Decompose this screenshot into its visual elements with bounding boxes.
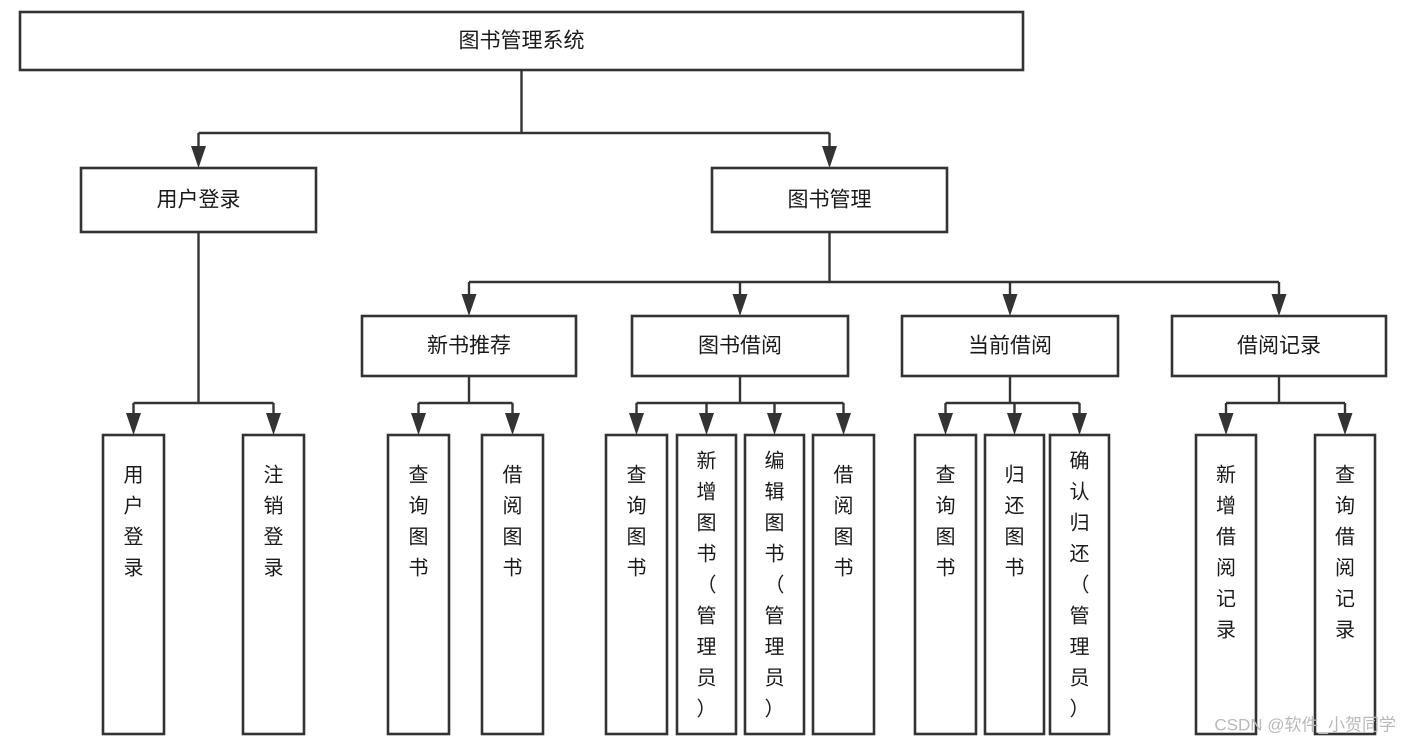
node-leaf-add-record[interactable]: 新增借阅记录 (1194, 433, 1258, 736)
node-leaf-user-login[interactable]: 用户登录 (101, 433, 166, 736)
node-label-leaf-query-book-rec: 查询图书 (409, 464, 429, 580)
arrow-head-icon (1007, 413, 1022, 435)
node-box-leaf-add-record[interactable] (1194, 433, 1258, 736)
node-layer: 图书管理系统用户登录图书管理新书推荐图书借阅当前借阅借阅记录用户登录注销登录查询… (18, 10, 1388, 736)
node-leaf-query-book-borrow[interactable]: 查询图书 (604, 433, 669, 736)
node-leaf-query-book-current[interactable]: 查询图书 (913, 433, 978, 736)
arrow-head-icon (1002, 294, 1018, 316)
node-label-leaf-query-book-borrow: 查询图书 (627, 464, 647, 580)
node-label-leaf-add-book: 新增图书（管理员） (697, 450, 717, 721)
arrow-head-icon (1337, 413, 1353, 435)
node-label-leaf-edit-book: 编辑图书（管理员） (765, 450, 785, 721)
node-label-leaf-user-logout: 注销登录 (264, 464, 284, 580)
node-label-root: 图书管理系统 (459, 30, 585, 53)
node-leaf-query-book-rec[interactable]: 查询图书 (386, 433, 451, 736)
node-user-login[interactable]: 用户登录 (79, 166, 318, 234)
arrow-head-icon (505, 413, 520, 435)
node-box-current-borrow[interactable] (900, 314, 1120, 378)
node-box-leaf-query-book-borrow[interactable] (604, 433, 669, 736)
node-root[interactable]: 图书管理系统 (18, 10, 1025, 72)
node-box-leaf-add-book[interactable] (675, 433, 738, 736)
node-box-book-borrow[interactable] (630, 314, 850, 378)
edge-newbook-to-leaves (411, 376, 520, 435)
node-label-current-borrow: 当前借阅 (968, 335, 1052, 358)
arrow-head-icon (1271, 294, 1287, 316)
node-box-new-book-rec[interactable] (360, 314, 578, 378)
node-box-leaf-return-book[interactable] (983, 433, 1046, 736)
node-book-borrow[interactable]: 图书借阅 (630, 314, 850, 378)
watermark-text: CSDN @软件_小贺同学 (1214, 715, 1396, 734)
edge-currentborrow-to-leaves (938, 376, 1087, 435)
edge-borrowrecord-to-leaves (1218, 376, 1353, 435)
node-box-leaf-user-logout[interactable] (241, 433, 306, 736)
node-box-root[interactable] (18, 10, 1025, 72)
arrow-head-icon (767, 413, 782, 435)
node-box-leaf-query-book-rec[interactable] (386, 433, 451, 736)
node-leaf-user-logout[interactable]: 注销登录 (241, 433, 306, 736)
node-label-leaf-query-book-current: 查询图书 (936, 464, 956, 580)
node-current-borrow[interactable]: 当前借阅 (900, 314, 1120, 378)
node-label-leaf-confirm-return: 确认归还（管理员） (1070, 450, 1090, 721)
node-label-leaf-return-book: 归还图书 (1005, 464, 1025, 580)
node-label-borrow-record: 借阅记录 (1237, 335, 1321, 358)
node-box-leaf-query-record[interactable] (1313, 433, 1377, 736)
node-box-borrow-record[interactable] (1170, 314, 1388, 378)
arrow-head-icon (1072, 413, 1087, 435)
arrow-head-icon (836, 413, 851, 435)
node-leaf-confirm-return[interactable]: 确认归还（管理员） (1048, 433, 1111, 736)
edge-bookmanage-to-level3 (461, 232, 1287, 316)
arrow-head-icon (1218, 413, 1234, 435)
node-label-user-login: 用户登录 (157, 189, 241, 212)
node-book-manage[interactable]: 图书管理 (710, 166, 949, 234)
arrow-head-icon (126, 413, 141, 435)
arrow-head-icon (629, 413, 644, 435)
node-new-book-rec[interactable]: 新书推荐 (360, 314, 578, 378)
node-leaf-add-book[interactable]: 新增图书（管理员） (675, 433, 738, 736)
node-box-leaf-confirm-return[interactable] (1048, 433, 1111, 736)
node-box-leaf-borrow-book[interactable] (811, 433, 876, 736)
node-label-leaf-query-record: 查询借阅记录 (1335, 464, 1355, 642)
node-label-leaf-add-record: 新增借阅记录 (1216, 464, 1236, 642)
node-box-user-login[interactable] (79, 166, 318, 234)
arrow-head-icon (938, 413, 953, 435)
arrow-head-icon (411, 413, 426, 435)
node-label-new-book-rec: 新书推荐 (427, 335, 511, 358)
node-box-leaf-edit-book[interactable] (743, 433, 806, 736)
node-leaf-edit-book[interactable]: 编辑图书（管理员） (743, 433, 806, 736)
node-label-leaf-borrow-book-rec: 借阅图书 (503, 464, 523, 580)
connector-layer (126, 70, 1353, 435)
node-label-leaf-user-login: 用户登录 (124, 465, 144, 580)
node-leaf-return-book[interactable]: 归还图书 (983, 433, 1046, 736)
node-leaf-borrow-book-rec[interactable]: 借阅图书 (480, 433, 545, 736)
edge-userlogin-to-leaves (126, 232, 281, 435)
arrow-head-icon (461, 294, 477, 316)
node-label-leaf-borrow-book: 借阅图书 (834, 464, 854, 580)
arrow-head-icon (732, 294, 748, 316)
node-borrow-record[interactable]: 借阅记录 (1170, 314, 1388, 378)
arrow-head-icon (699, 413, 714, 435)
node-box-leaf-user-login[interactable] (101, 433, 166, 736)
node-label-book-manage: 图书管理 (788, 189, 872, 212)
node-box-book-manage[interactable] (710, 166, 949, 234)
edge-bookborrow-to-leaves (629, 376, 851, 435)
node-box-leaf-borrow-book-rec[interactable] (480, 433, 545, 736)
edge-root-to-level2 (191, 70, 837, 168)
node-leaf-borrow-book[interactable]: 借阅图书 (811, 433, 876, 736)
arrow-head-icon (822, 146, 837, 168)
node-label-book-borrow: 图书借阅 (698, 335, 782, 358)
node-box-leaf-query-book-current[interactable] (913, 433, 978, 736)
arrow-head-icon (266, 413, 281, 435)
arrow-head-icon (191, 146, 206, 168)
node-leaf-query-record[interactable]: 查询借阅记录 (1313, 433, 1377, 736)
